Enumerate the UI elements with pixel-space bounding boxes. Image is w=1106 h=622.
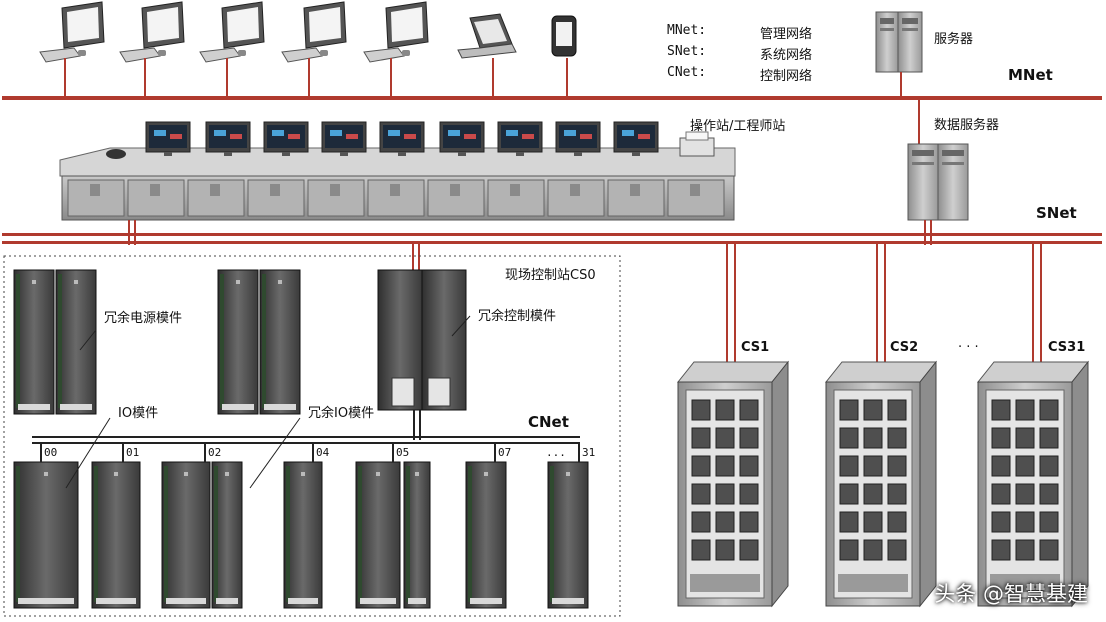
console-monitor-icon [263,121,309,156]
desktop-computer-icon [281,1,347,63]
cs2-label: CS2 [890,340,919,355]
callout-controller [451,315,471,337]
legend-cnet-name: 控制网络 [760,69,813,84]
console-monitor-icon [379,121,425,156]
slot-label-ellipsis: ... [546,446,566,459]
slot-label-31: 31 [582,446,596,459]
printer-icon [679,131,715,157]
keyboard-icon [106,149,126,159]
mid-modules [217,269,301,415]
io-module [547,461,589,609]
desktop-computer-icon [199,1,265,63]
cnet-bus-b [32,442,580,444]
legend-cnet-abbr: CNet: [667,65,707,80]
control-cabinet-icon [976,360,1090,608]
io-module [91,461,141,609]
mnet-drops [64,58,920,144]
watermark: 头条 @智慧基建 [934,582,1088,606]
redundant-power-label: 冗余电源模件 [104,311,183,326]
data-server-label: 数据服务器 [934,118,1000,133]
callout-power [79,329,97,351]
snet-drops [128,220,1042,362]
console-bay [487,179,545,217]
handheld-device-icon [551,15,577,57]
redundant-controller [377,269,467,411]
legend-snet-name: 系统网络 [760,48,813,63]
cs1-label: CS1 [741,340,770,355]
control-cabinet-icon [676,360,790,608]
cs-ellipsis-label: · · · [958,340,979,355]
io-module-label: IO模件 [118,406,159,421]
power-module [13,269,55,415]
field-station-boundary [3,255,621,617]
io-module [211,461,243,609]
control-station-cabinets [676,360,1090,608]
operator-console [59,121,736,221]
desktop-computer-icon [363,1,429,63]
desktop-computer-icon [119,1,185,63]
slot-label-01: 01 [126,446,140,459]
io-modules [13,444,589,609]
io-module [403,461,431,609]
redundant-io-label: 冗余IO模件 [308,406,375,421]
cs31-label: CS31 [1048,340,1086,355]
console-monitor-icon [321,121,367,156]
slot-label-04: 04 [316,446,330,459]
io-module [355,461,401,609]
snet-line-a [2,233,1102,236]
console-monitor-icon [555,121,601,156]
server-icon [875,11,923,73]
legend-snet-abbr: SNet: [667,44,707,59]
io-module [161,461,211,609]
redundant-control-label: 冗余控制模件 [478,309,557,324]
callout-redundant-io [249,417,301,489]
snet-line-b [2,241,1102,244]
module [259,269,301,415]
io-module [283,461,323,609]
cnet-label: CNet [528,413,569,431]
mnet-label: MNet [1008,66,1053,84]
redundant-power-modules [13,269,97,415]
console-monitor-icon [497,121,543,156]
server-label: 服务器 [934,32,974,47]
operator-station-label: 操作站/工程师站 [690,119,786,134]
cnet-bus-a [32,436,580,438]
callout-io [65,417,111,489]
mnet-line [2,96,1102,100]
console-monitor-icon [613,121,659,156]
slot-label-00: 00 [44,446,58,459]
laptop-icon [457,13,517,59]
management-workstations [39,1,429,63]
data-server-icon [907,143,969,221]
slot-label-05: 05 [396,446,410,459]
control-cabinet-icon [824,360,938,608]
field-station-label: 现场控制站CS0 [505,268,596,283]
power-module [55,269,97,415]
slot-label-07: 07 [498,446,512,459]
io-module [465,461,507,609]
console-monitor-icon [205,121,251,156]
console-monitor-icon [439,121,485,156]
slot-label-02: 02 [208,446,222,459]
module [217,269,259,415]
snet-label: SNet [1036,204,1077,222]
console-monitor-icon [145,121,191,156]
legend-mnet-name: 管理网络 [760,27,813,42]
desktop-computer-icon [39,1,105,63]
legend-mnet-abbr: MNet: [667,23,707,38]
